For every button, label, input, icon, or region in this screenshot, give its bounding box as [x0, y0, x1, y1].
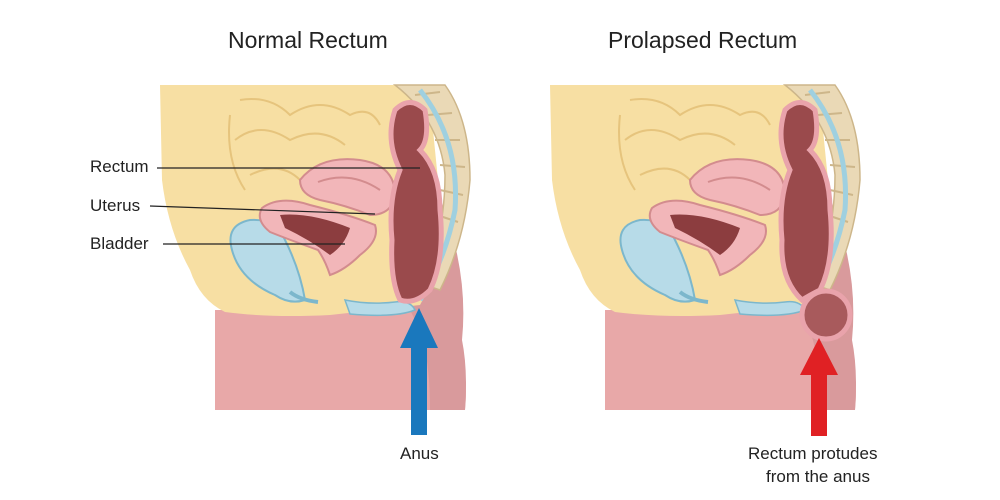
anus-label: Anus [400, 444, 439, 463]
prolapsed-panel [550, 85, 860, 436]
prolapsed-bulge [799, 288, 853, 342]
anus-arrow-shaft [411, 345, 427, 435]
uterus-pointer-line [149, 205, 376, 215]
normal-panel [149, 85, 470, 435]
anus-arrow-head [400, 308, 438, 348]
normal-rectum [388, 100, 444, 304]
normal-rectum-title: Normal Rectum [228, 27, 388, 53]
prolapsed-rectum-title: Prolapsed Rectum [608, 27, 798, 53]
prolapse-arrow-head [800, 338, 838, 375]
prolapse-arrow-shaft [811, 372, 827, 436]
rectum-label: Rectum [90, 157, 149, 176]
bladder-label: Bladder [90, 234, 149, 253]
rectum-protrudes-label-line2: from the anus [766, 467, 870, 486]
rectum-protrudes-label-line1: Rectum protudes [748, 444, 878, 463]
uterus-label: Uterus [90, 196, 141, 215]
